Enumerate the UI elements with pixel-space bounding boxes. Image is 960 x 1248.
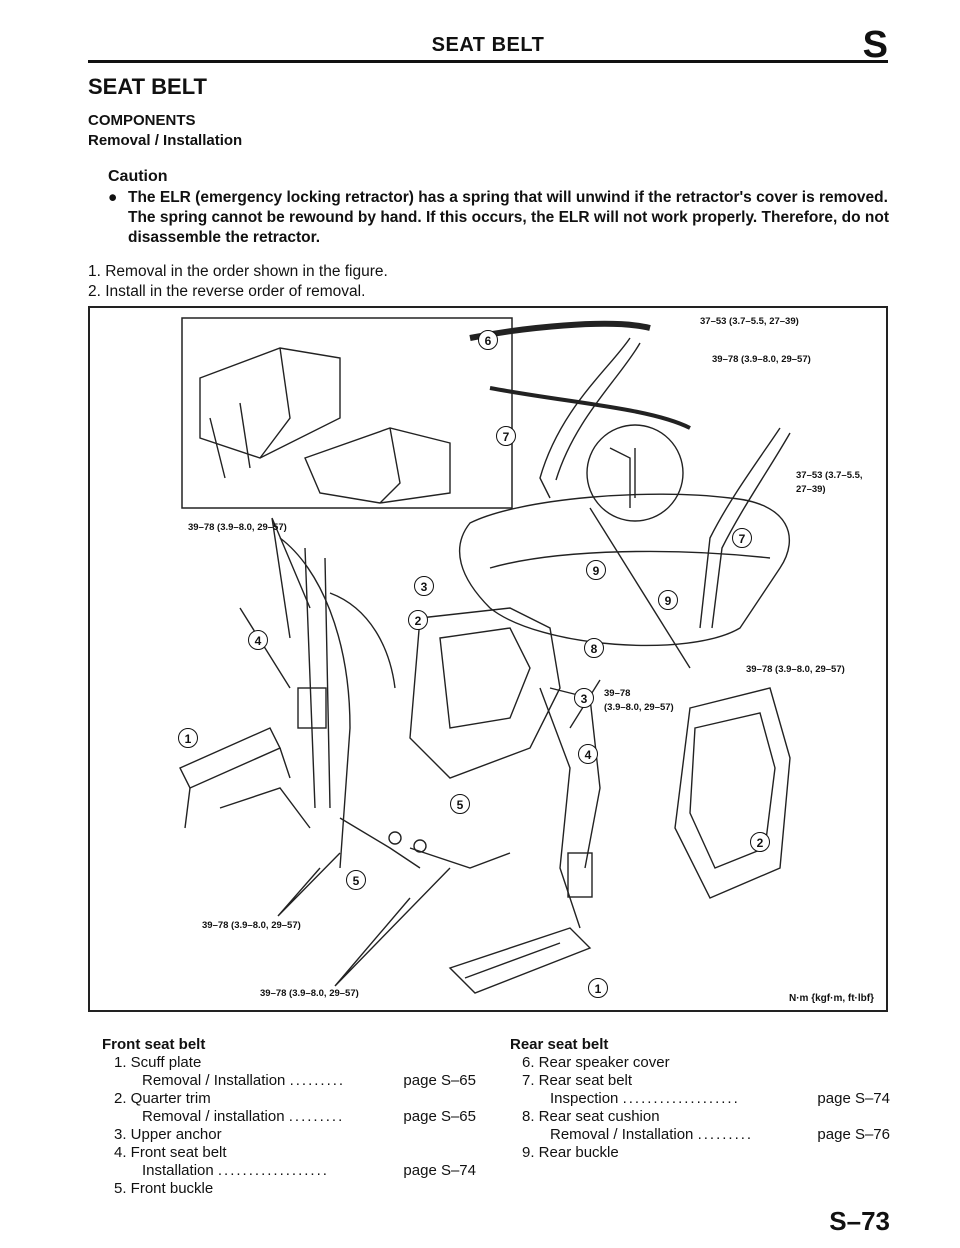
list-item: 9. Rear buckle [522, 1144, 619, 1161]
procedure-steps: 1. Removal in the order shown in the fig… [88, 262, 388, 302]
seat-belt-exploded-drawing [179, 317, 791, 994]
components-heading: COMPONENTS [88, 112, 196, 129]
caution-text: The ELR (emergency locking retractor) ha… [128, 189, 889, 246]
callout-5: 5 [346, 870, 366, 890]
rear-list-heading: Rear seat belt [510, 1036, 609, 1053]
leader-dots: ................... [622, 1090, 740, 1107]
torque-label: 37–53 (3.7–5.5, [796, 470, 863, 481]
callout-2: 2 [750, 832, 770, 852]
torque-label: 39–78 (3.9–8.0, 29–57) [260, 988, 359, 999]
step-2: 2. Install in the reverse order of remov… [88, 283, 366, 300]
leader-dots: .................. [217, 1162, 329, 1179]
section-title: SEAT BELT [88, 74, 207, 99]
torque-label: 39–78 (3.9–8.0, 29–57) [746, 664, 845, 675]
torque-label: 39–78 (3.9–8.0, 29–57) [712, 354, 811, 365]
torque-label: 39–78 (3.9–8.0, 29–57) [188, 522, 287, 533]
page-ref: page S–74 [817, 1090, 890, 1107]
list-item-text: Removal / installation [142, 1108, 285, 1125]
callout-2: 2 [408, 610, 428, 630]
list-item: 1. Scuff plate [114, 1054, 202, 1071]
callout-6: 6 [478, 330, 498, 350]
callout-7: 7 [496, 426, 516, 446]
caution-heading: Caution [108, 168, 168, 185]
list-item-text: Inspection [550, 1090, 619, 1107]
list-item: 7. Rear seat belt [522, 1072, 633, 1089]
callout-1: 1 [178, 728, 198, 748]
callout-3: 3 [574, 688, 594, 708]
list-item: Inspection ................... page S–74 [510, 1090, 890, 1108]
caution-note: ● The ELR (emergency locking retractor) … [108, 188, 898, 248]
list-item: 3. Upper anchor [114, 1126, 222, 1143]
list-item: 2. Quarter trim [114, 1090, 211, 1107]
leader-dots: ......... [697, 1126, 754, 1143]
torque-label: 27–39) [796, 484, 826, 495]
page-ref: page S–65 [403, 1072, 476, 1089]
list-item: 8. Rear seat cushion [522, 1108, 660, 1125]
step-1: 1. Removal in the order shown in the fig… [88, 263, 388, 280]
removal-installation-heading: Removal / Installation [88, 132, 243, 149]
leader-dots: ......... [289, 1072, 346, 1089]
bullet: ● [108, 189, 118, 206]
list-item: Removal / Installation ......... page S–… [510, 1126, 890, 1144]
callout-8: 8 [584, 638, 604, 658]
callout-7: 7 [732, 528, 752, 548]
page-ref: page S–65 [403, 1108, 476, 1125]
callout-4: 4 [248, 630, 268, 650]
page-number: S–73 [829, 1206, 890, 1236]
callout-9: 9 [658, 590, 678, 610]
page-ref: page S–76 [817, 1126, 890, 1143]
list-item-text: Installation [142, 1162, 214, 1179]
component-figure: 37–53 (3.7–5.5, 27–39) 39–78 (3.9–8.0, 2… [88, 306, 888, 1012]
front-list-heading: Front seat belt [102, 1036, 206, 1053]
torque-label: (3.9–8.0, 29–57) [604, 702, 674, 713]
page-header: SEAT BELT S [88, 24, 888, 66]
callout-1: 1 [588, 978, 608, 998]
list-item: Removal / installation ......... page S–… [102, 1108, 476, 1126]
leader-dots: ......... [288, 1108, 345, 1125]
list-item: 6. Rear speaker cover [522, 1054, 670, 1071]
torque-label: 37–53 (3.7–5.5, 27–39) [700, 316, 799, 327]
unit-note: N·m {kgf·m, ft·lbf} [789, 993, 874, 1004]
torque-label: 39–78 [604, 688, 631, 699]
callout-4: 4 [578, 744, 598, 764]
list-item-text: Removal / Installation [550, 1126, 694, 1143]
page-ref: page S–74 [403, 1162, 476, 1179]
callout-9: 9 [586, 560, 606, 580]
header-section-letter: S [862, 24, 888, 66]
list-item: Installation .................. page S–7… [102, 1162, 476, 1180]
header-rule [88, 60, 888, 63]
list-item: 5. Front buckle [114, 1180, 214, 1197]
header-title: SEAT BELT [431, 34, 545, 56]
list-item: 4. Front seat belt [114, 1144, 227, 1161]
list-item-text: Removal / Installation [142, 1072, 286, 1089]
callout-3: 3 [414, 576, 434, 596]
list-item: Removal / Installation ......... page S–… [102, 1072, 476, 1090]
rear-seat-belt-list: Rear seat belt 6. Rear speaker cover 7. … [510, 1036, 890, 1162]
callout-5: 5 [450, 794, 470, 814]
front-seat-belt-list: Front seat belt 1. Scuff plate Removal /… [102, 1036, 476, 1198]
torque-label: 39–78 (3.9–8.0, 29–57) [202, 920, 301, 931]
